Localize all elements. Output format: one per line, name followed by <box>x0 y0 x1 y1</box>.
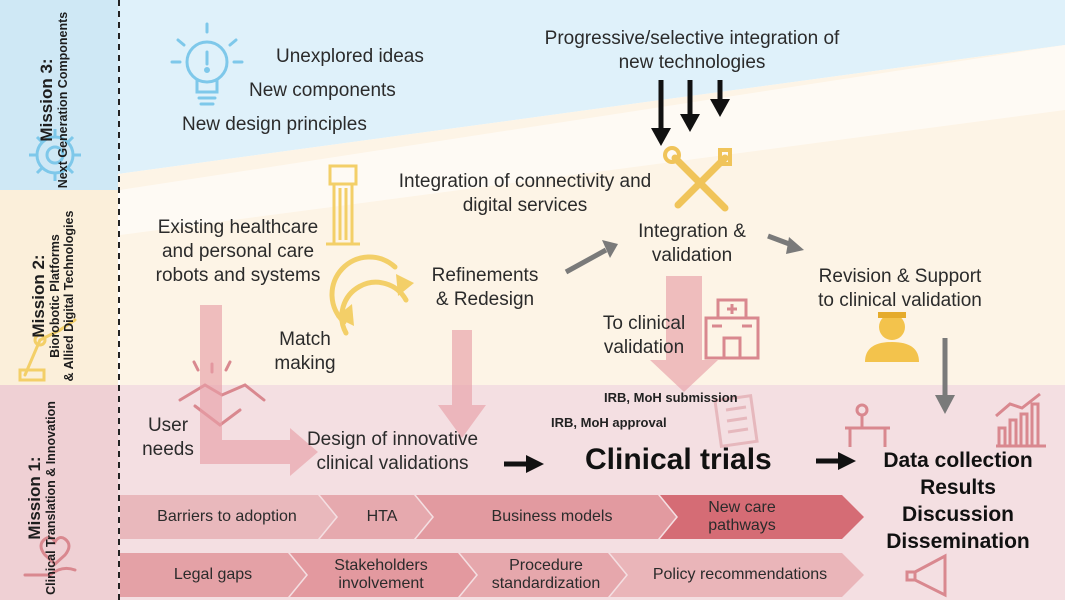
idea-unexplored: Unexplored ideas <box>276 46 424 67</box>
chevron-barriers: Barriers to adoption <box>157 508 297 525</box>
clinical-trials-label: Clinical trials <box>585 443 772 476</box>
existing-line1: Existing healthcare <box>157 217 319 238</box>
revision-line2: to clinical validation <box>818 290 982 311</box>
integration-validation-text: Integration & validation <box>612 220 772 268</box>
integration-validation-line2: validation <box>651 245 733 266</box>
chevron-row-2 <box>120 553 864 597</box>
to-clinical-line2: validation <box>603 337 685 358</box>
design-line2: clinical validations <box>316 453 469 474</box>
progressive-integration-text: Progressive/selective integration of new… <box>502 27 882 75</box>
support-person-icon <box>865 312 919 362</box>
chevron-policy: Policy recommendations <box>652 566 828 583</box>
output-results: Results <box>920 476 996 499</box>
revision-line1: Revision & Support <box>818 266 982 287</box>
growth-chart-icon <box>995 392 1046 448</box>
existing-line2: and personal care <box>161 241 315 262</box>
gear-icon <box>29 129 81 181</box>
outputs-list: Data collection Results Discussion Disse… <box>852 447 1064 555</box>
idea-new-design-principles: New design principles <box>182 114 367 135</box>
design-validations-text: Design of innovative clinical validation… <box>285 428 500 476</box>
black-right-arrows <box>504 452 856 473</box>
chevron-hta: HTA <box>366 508 398 525</box>
irb-approval: IRB, MoH approval <box>551 415 667 430</box>
user-needs-line2: needs <box>142 439 194 460</box>
exoskeleton-icon <box>326 164 360 246</box>
connectivity-text: Integration of connectivity and digital … <box>360 170 690 218</box>
refinements-line2: & Redesign <box>435 289 535 310</box>
irb-submission: IRB, MoH submission <box>604 390 738 405</box>
grey-arrows <box>564 233 955 414</box>
integration-validation-line1: Integration & <box>638 221 746 242</box>
robot-arm-icon <box>18 318 77 382</box>
output-dissemination: Dissemination <box>886 530 1030 553</box>
existing-systems-text: Existing healthcare and personal care ro… <box>128 216 348 288</box>
progressive-line1: Progressive/selective integration of <box>544 28 840 49</box>
user-needs-text: User needs <box>128 414 208 462</box>
user-needs-line1: User <box>147 415 189 436</box>
design-line1: Design of innovative <box>306 429 479 450</box>
to-clinical-line1: To clinical <box>602 313 686 334</box>
refinements-text: Refinements & Redesign <box>410 264 560 312</box>
patient-table-icon <box>845 403 890 447</box>
existing-line3: robots and systems <box>155 265 321 286</box>
connectivity-line2: digital services <box>462 195 588 216</box>
checklist-icon <box>713 394 759 448</box>
refinements-line1: Refinements <box>431 265 539 286</box>
cycle-arrows-icon <box>329 254 414 336</box>
output-discussion: Discussion <box>901 503 1015 526</box>
match-line2: making <box>274 353 336 374</box>
mission-side-icons <box>18 129 81 577</box>
revision-support-text: Revision & Support to clinical validatio… <box>790 265 1010 313</box>
connectivity-line1: Integration of connectivity and <box>398 171 652 192</box>
match-line1: Match <box>279 329 331 350</box>
integration-arrows <box>651 80 730 146</box>
progressive-line2: new technologies <box>618 52 766 73</box>
megaphone-icon <box>905 553 947 598</box>
lightbulb-icon <box>170 22 244 106</box>
flow-arrows <box>200 276 718 476</box>
chevron-business-models: Business models <box>491 508 613 525</box>
chevron-procedure: Procedure standardization <box>491 557 601 592</box>
tools-icon <box>663 146 732 212</box>
chevron-legal-gaps: Legal gaps <box>173 566 253 583</box>
hospital-icon <box>704 298 760 360</box>
output-data-collection: Data collection <box>883 449 1033 472</box>
hand-heart-icon <box>23 536 77 577</box>
chevron-new-care-pathways: New care pathways <box>708 499 776 534</box>
idea-new-components: New components <box>249 80 396 101</box>
to-clinical-validation-text: To clinical validation <box>584 312 704 360</box>
chevron-stakeholders: Stakeholders involvement <box>334 557 428 592</box>
chevron-row-1 <box>120 495 864 539</box>
match-making-text: Match making <box>255 328 355 376</box>
